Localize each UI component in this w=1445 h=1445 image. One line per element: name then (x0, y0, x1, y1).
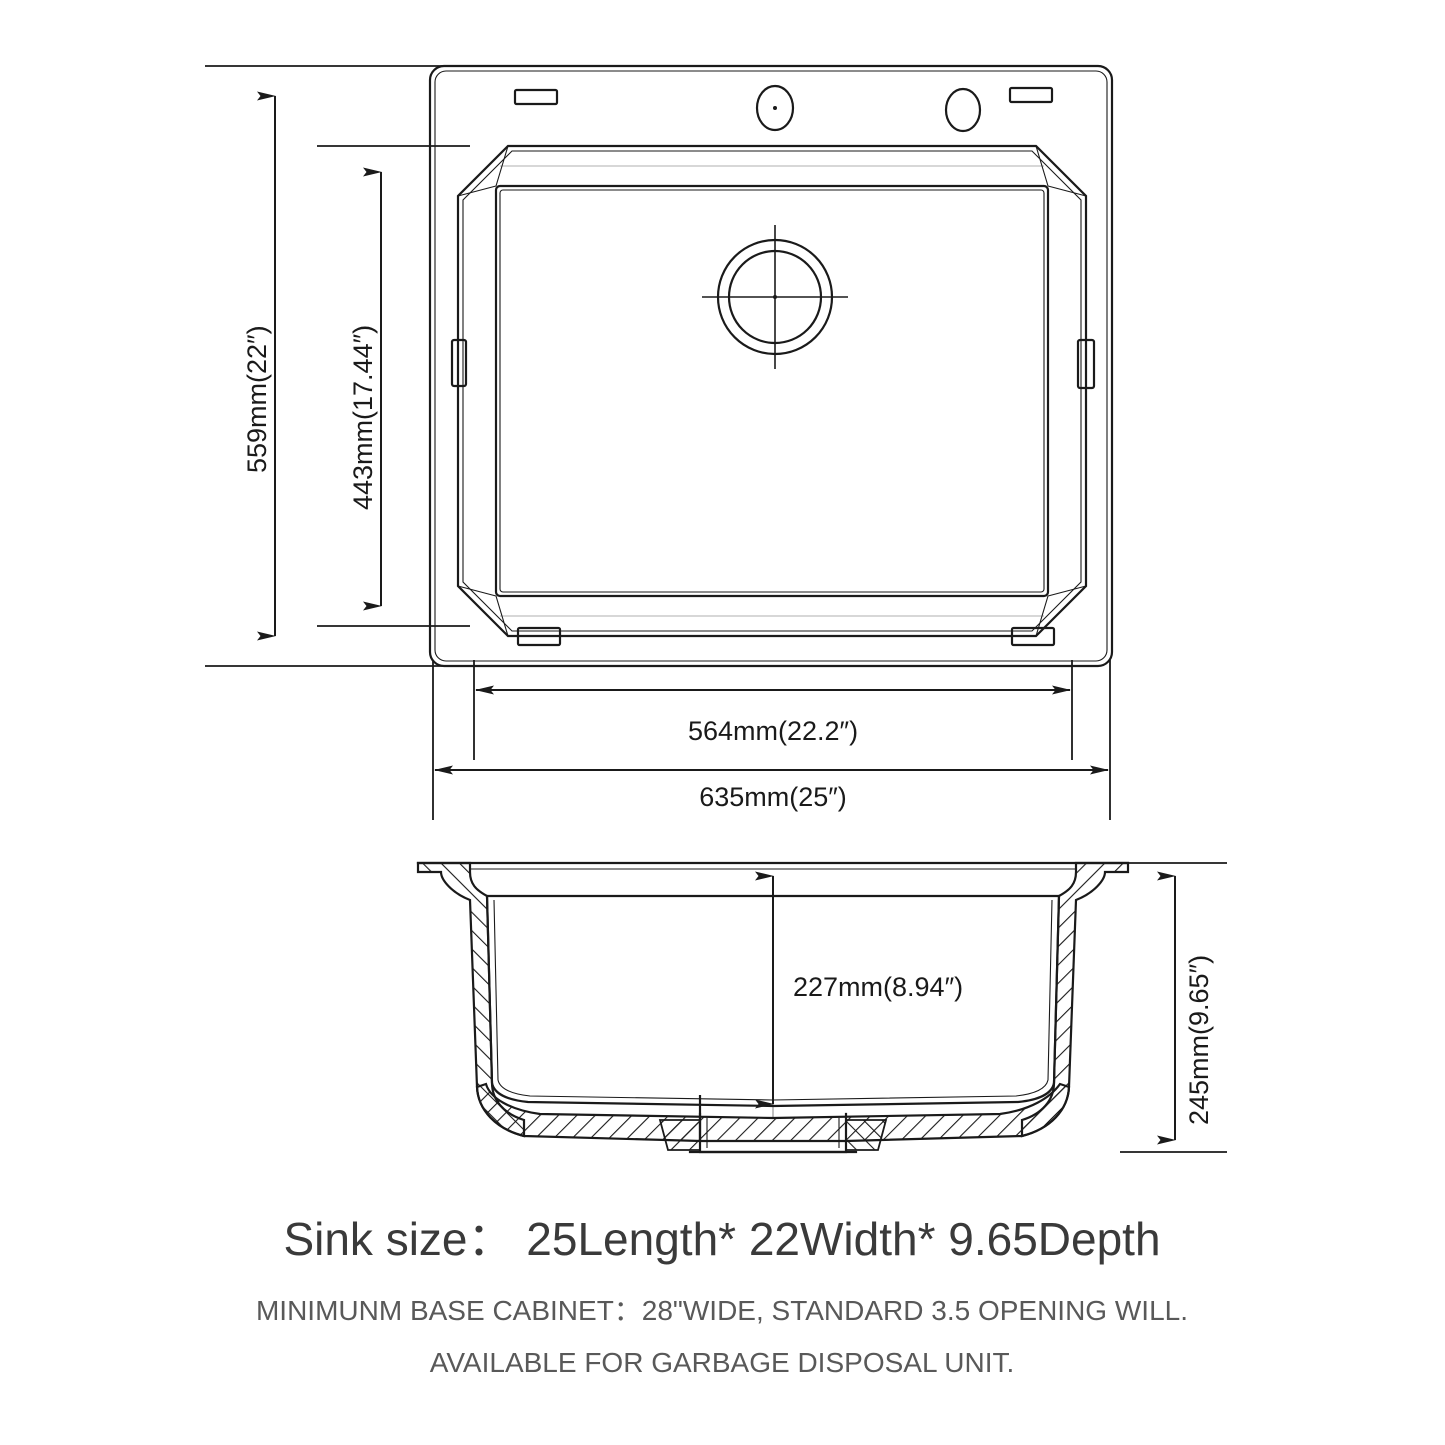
caption-line-1: MINIMUNM BASE CABINET：28"WIDE, STANDARD … (256, 1295, 1188, 1326)
dimension-label-bowl-inner-height: 227mm(8.94″) (793, 972, 963, 1002)
dimension-bowl-width: 564mm(22.2″) (473, 660, 1073, 760)
section-wall-left (416, 861, 526, 1138)
section-bottom-slab (475, 1082, 1071, 1143)
section-wall-right (1020, 861, 1130, 1138)
faucet-hole-main (755, 84, 795, 132)
bowl-floor-outline (494, 184, 1050, 598)
caption-title: Sink size： 25Length* 22Width* 9.65Depth (283, 1213, 1160, 1265)
faucet-hole-secondary (944, 87, 982, 133)
dimension-label-overall-height: 245mm(9.65″) (1184, 955, 1214, 1125)
dimension-overall-width: 635mm(25″) (432, 660, 1111, 820)
section-top-rim (416, 861, 1130, 870)
section-drain-boss (658, 1112, 888, 1154)
dimension-overall-depth: 559mm(22″) (205, 65, 446, 667)
dimension-label-bowl-width: 564mm(22.2″) (688, 716, 858, 746)
dimension-label-overall-depth: 559mm(22″) (242, 325, 272, 473)
rear-slot-right (1008, 86, 1054, 104)
mounting-tab-right (1010, 626, 1056, 647)
dimension-bowl-depth: 443mm(17.44″) (317, 145, 470, 627)
dimension-overall-height: 245mm(9.65″) (1120, 862, 1227, 1153)
bowl-opening-outline (456, 144, 1088, 638)
plan-view (428, 64, 1114, 668)
drain-plan (702, 225, 848, 369)
dimension-label-overall-width: 635mm(25″) (699, 782, 847, 812)
side-clip-right (1076, 338, 1096, 390)
dimension-bowl-inner-height: 227mm(8.94″) (755, 871, 963, 1109)
caption-line-2: AVAILABLE FOR GARBAGE DISPOSAL UNIT. (430, 1347, 1015, 1378)
mounting-tab-left (516, 626, 562, 647)
section-view (416, 861, 1130, 1154)
bowl-corner-folds (457, 145, 1087, 637)
rear-slot-left (513, 88, 559, 106)
dimension-label-bowl-depth: 443mm(17.44″) (348, 325, 378, 510)
side-clip-left (450, 338, 468, 388)
sink-deck-outline (428, 64, 1114, 668)
plan-reference-lines (500, 165, 1044, 617)
